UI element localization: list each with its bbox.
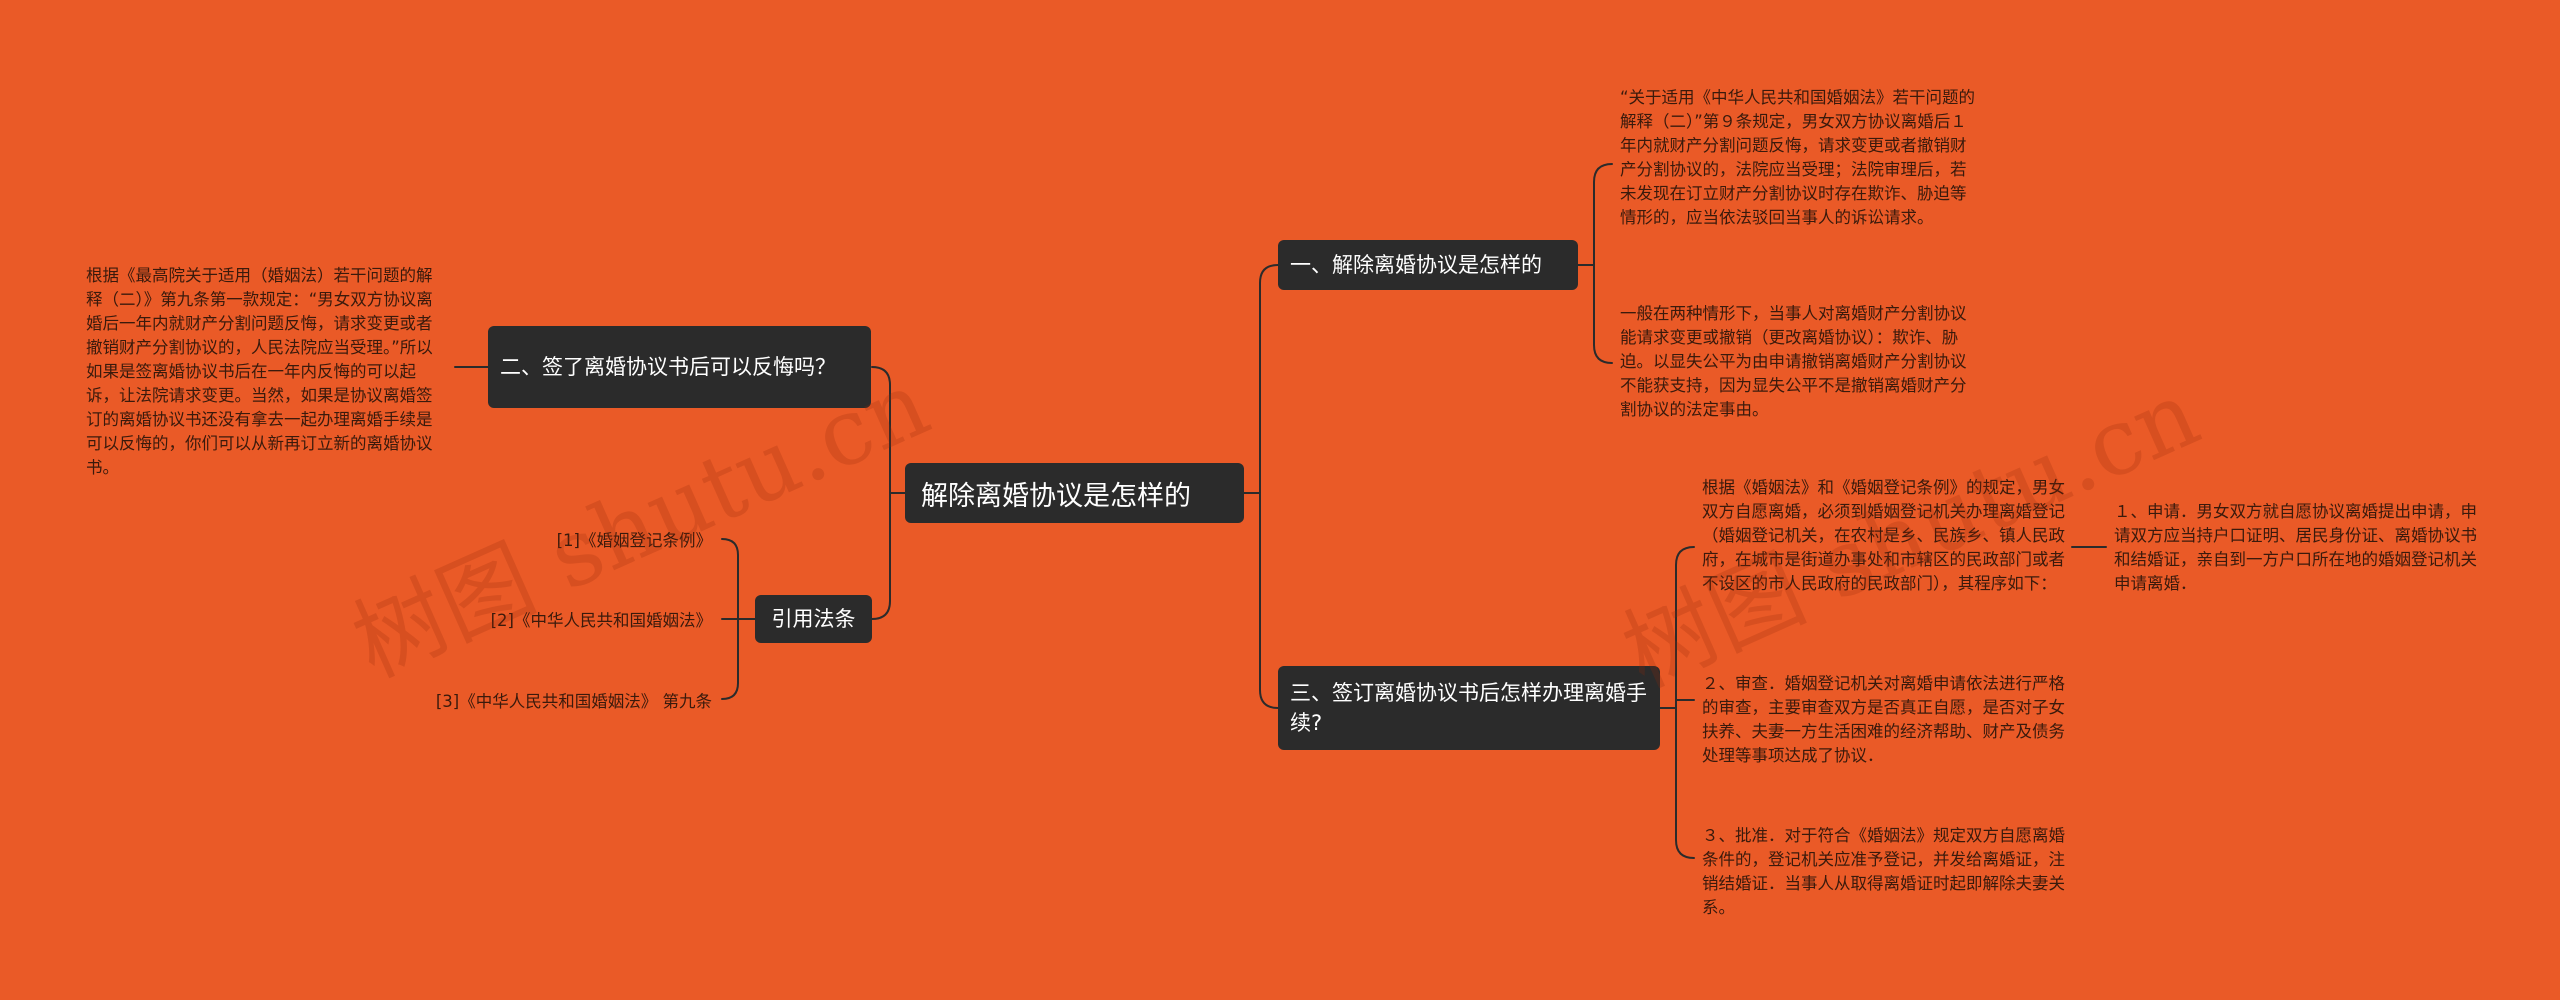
branch-label: 三、签订离婚协议书后怎样办理离婚手续? [1290,681,1647,735]
ref-item-marriage-registration-regulation[interactable]: [1]《婚姻登记条例》 [556,531,712,550]
leaf-text-judicial-interpretation: “关于适用《中华人民共和国婚姻法》若干问题的解释（二）”第９条规定，男女双方协议… [1620,88,1976,227]
root-label: 解除离婚协议是怎样的 [921,480,1191,512]
branch-node-cited-laws[interactable]: 引用法条 [755,595,872,643]
leaf-text-procedure-intro: 根据《婚姻法》和《婚姻登记条例》的规定，男女双方自愿离婚，必须到婚姻登记机关办理… [1702,478,2065,593]
branch-node-can-regret[interactable]: 二、签了离婚协议书后可以反悔吗？ [488,326,871,408]
branch-label: 二、签了离婚协议书后可以反悔吗？ [500,355,836,379]
branch-label: 引用法条 [771,607,856,631]
ref-item-marriage-law[interactable]: [2]《中华人民共和国婚姻法》 [490,611,712,630]
leaf-text-revoke-conditions: 一般在两种情形下，当事人对离婚财产分割协议能请求变更或撤销（更改离婚协议）：欺诈… [1620,304,1967,419]
branch-node-divorce-procedure[interactable]: 三、签订离婚协议书后怎样办理离婚手续? [1278,666,1660,750]
leaf-text-step-approve: ３、批准．对于符合《婚姻法》规定双方自愿离婚条件的，登记机关应准予登记，并发给离… [1702,826,2065,917]
leaf-text-regret-explanation: 根据《最高院关于适用（婚姻法）若干问题的解释（二）》第九条第一款规定：“男女双方… [86,266,433,477]
root-node[interactable]: 解除离婚协议是怎样的 [905,463,1244,523]
leaf-text-step-apply: １、申请．男女双方就自愿协议离婚提出申请，申请双方应当持户口证明、居民身份证、离… [2114,502,2477,593]
branch-node-unwind-agreement[interactable]: 一、解除离婚协议是怎样的 [1278,240,1578,290]
branch-label: 一、解除离婚协议是怎样的 [1290,253,1542,277]
ref-item-marriage-law-article-9[interactable]: [3]《中华人民共和国婚姻法》 第九条 [435,692,712,711]
leaf-text-step-review: ２、审查．婚姻登记机关对离婚申请依法进行严格的审查，主要审查双方是否真正自愿，是… [1702,674,2065,765]
